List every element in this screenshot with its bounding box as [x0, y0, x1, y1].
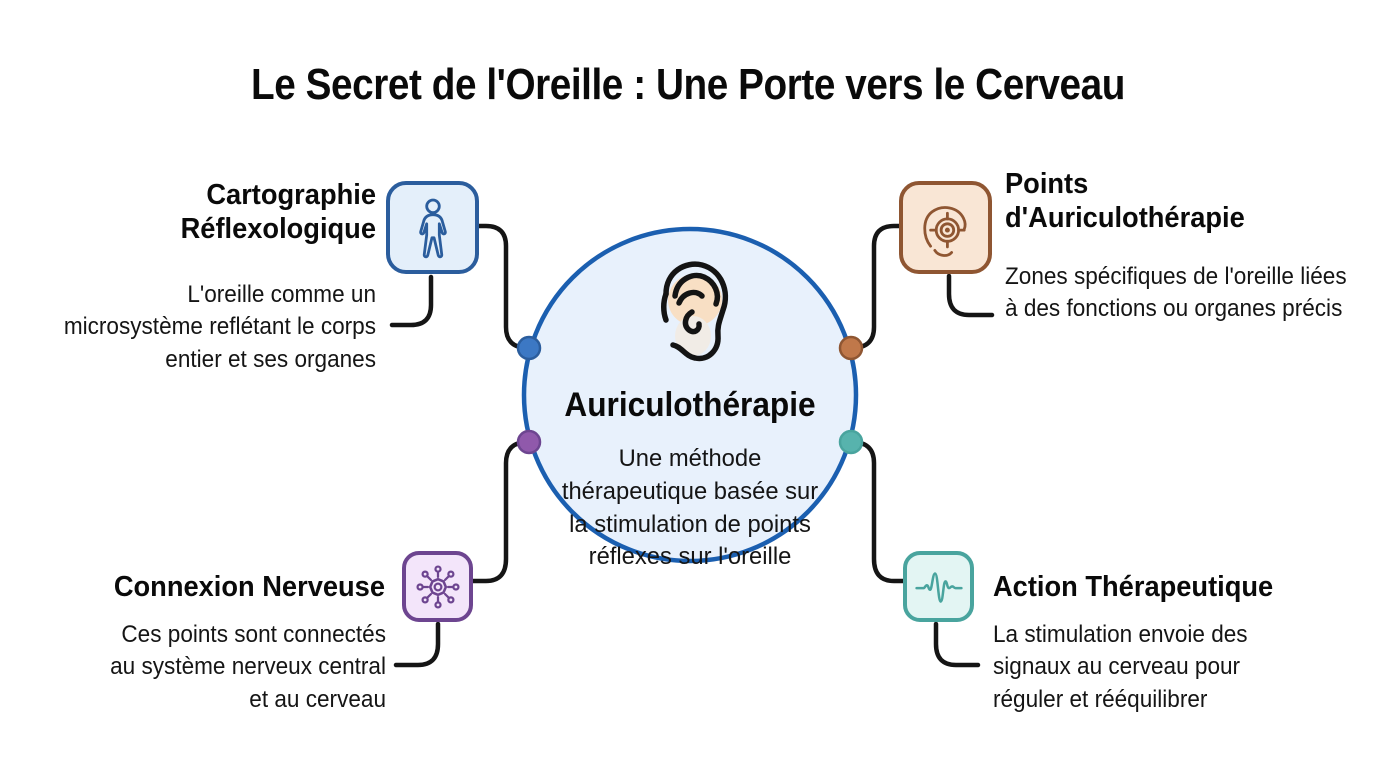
neuron-network-icon	[415, 564, 460, 609]
description-connexion-nerveuse: Ces points sont connectés au système ner…	[110, 621, 386, 713]
icon-box-connexion	[402, 551, 473, 622]
connector-bottom-left-circle-to-box	[470, 439, 531, 584]
connector-bottom-right-box-to-text	[933, 621, 981, 668]
heading-points-auriculotherapie: Points d'Auriculothérapie	[1005, 168, 1245, 234]
center-circle	[521, 226, 859, 564]
icon-box-cartographie	[386, 181, 479, 274]
description-points-auriculotherapie: Zones spécifiques de l'oreille liées à d…	[1005, 263, 1347, 323]
page-title: Le Secret de l'Oreille : Une Porte vers …	[251, 60, 1125, 109]
waveform-icon	[914, 571, 963, 603]
icon-box-action	[903, 551, 974, 622]
icon-box-points	[899, 181, 992, 274]
heading-action-therapeutique: Action Thérapeutique	[993, 571, 1274, 603]
node-dot-purple	[516, 429, 542, 455]
connector-bottom-left-box-to-text	[393, 621, 441, 668]
node-dot-orange	[838, 335, 864, 361]
description-cartographie-reflexologique: L'oreille comme un microsystème reflétan…	[63, 281, 377, 373]
human-body-icon	[418, 198, 447, 258]
connector-top-left-box-to-circle	[475, 223, 531, 351]
connector-top-right-circle-to-box	[849, 223, 904, 351]
connector-top-left-text-to-box	[389, 274, 434, 328]
center-description: Une méthode thérapeutique basée sur la s…	[561, 445, 819, 571]
center-heading: Auriculothérapie	[564, 386, 816, 424]
heading-connexion-nerveuse: Connexion Nerveuse	[113, 571, 385, 603]
heading-cartographie-reflexologique: Cartographie Réflexologique	[180, 179, 376, 245]
connector-top-right-box-to-text	[946, 273, 995, 318]
connector-bottom-right-circle-to-box	[849, 439, 906, 584]
description-action-therapeutique: La stimulation envoie des signaux au cer…	[993, 621, 1248, 713]
ear-icon	[636, 250, 742, 381]
node-dot-blue	[516, 335, 542, 361]
ear-target-icon	[922, 205, 967, 257]
node-dot-teal	[838, 429, 864, 455]
